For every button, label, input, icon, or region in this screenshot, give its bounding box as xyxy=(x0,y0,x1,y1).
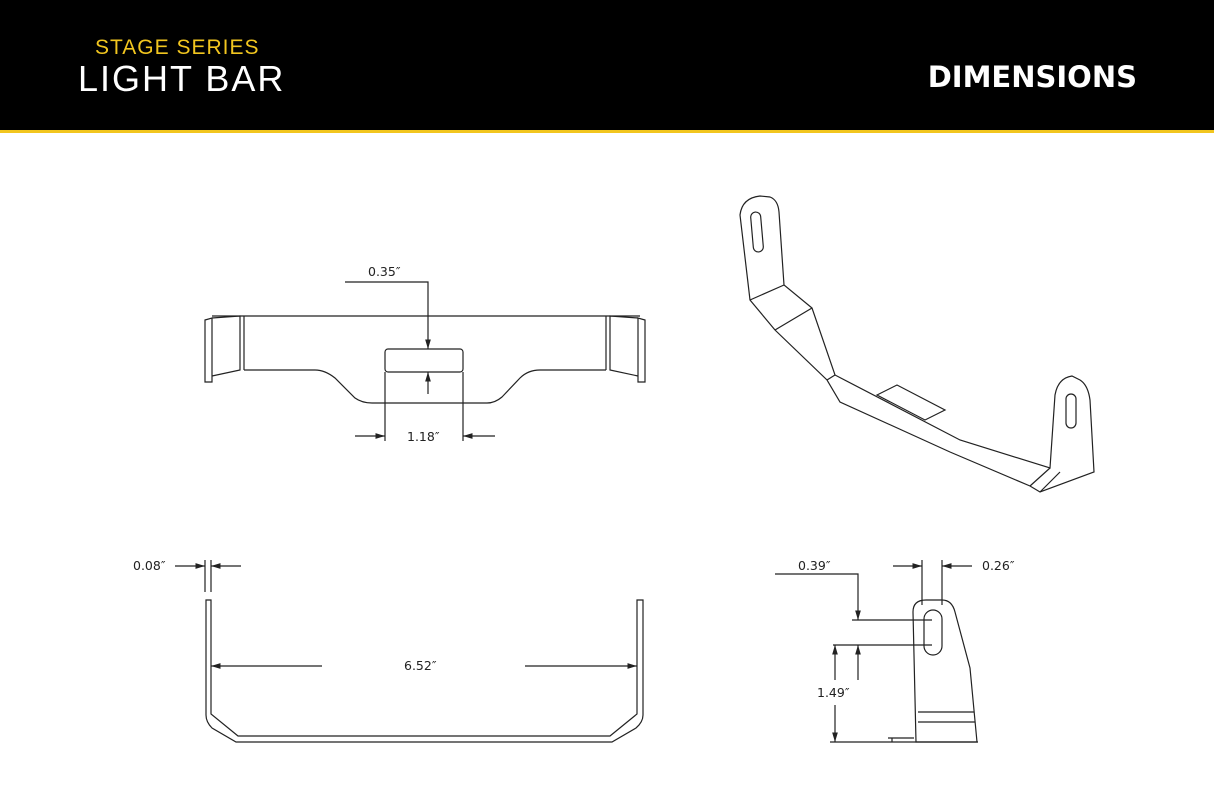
front-view xyxy=(204,281,646,441)
series-label: STAGE SERIES xyxy=(95,36,260,59)
thickness-label: 0.08″ xyxy=(133,558,166,573)
inner-width-label: 6.52″ xyxy=(404,658,437,673)
isometric-view xyxy=(739,195,1095,493)
header-banner: STAGE SERIES LIGHT BAR DIMENSIONS xyxy=(0,0,1214,133)
end-view xyxy=(775,560,978,743)
slot-length-label: 0.39″ xyxy=(798,558,831,573)
slot-diameter-label: 0.26″ xyxy=(982,558,1015,573)
section-title: DIMENSIONS xyxy=(927,60,1137,94)
side-view xyxy=(175,560,644,743)
product-title: LIGHT BAR xyxy=(78,58,286,99)
slot-width-label: 1.18″ xyxy=(407,429,440,444)
slot-base-height-label: 1.49″ xyxy=(817,685,850,700)
slot-height-label: 0.35″ xyxy=(368,264,401,279)
